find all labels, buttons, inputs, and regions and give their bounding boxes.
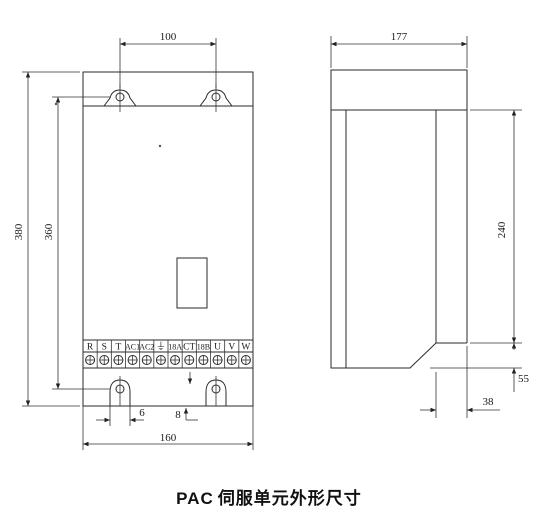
dim-bottom-width: 160 [82, 406, 254, 450]
side-step-outline [346, 342, 437, 369]
dim-hole-spacing: 360 [43, 96, 110, 390]
dim-slot-offset: 8 [175, 408, 198, 421]
dim-bottom-width-label: 160 [160, 432, 177, 444]
side-body-outline [330, 110, 347, 369]
dim-step-depth: 38 [420, 346, 500, 418]
dim-body-height: 240 [470, 109, 522, 344]
dim-step-height: 55 [430, 343, 530, 392]
small-mark [158, 144, 162, 148]
bottom-left-slot [109, 376, 131, 406]
dim-slot-offset-label: 8 [175, 409, 181, 421]
bottom-right-slot [205, 376, 227, 406]
terminal-label: AC1 [125, 343, 140, 352]
side-view: 177 240 55 38 [330, 31, 530, 418]
terminal-label: T [116, 343, 122, 353]
small-mark [54, 102, 58, 106]
terminal-label: W [241, 343, 250, 353]
dim-total-height: 380 [13, 71, 80, 407]
terminal-label: 18B [197, 343, 210, 352]
dim-hole-spacing-label: 360 [43, 223, 55, 240]
front-body-outline [82, 71, 254, 407]
dim-top-width-label: 100 [160, 31, 177, 43]
side-top-box [330, 69, 468, 111]
dim-slot-width-label: 6 [139, 407, 145, 419]
dim-body-height-label: 240 [496, 221, 508, 238]
terminal-label: AC2 [139, 343, 154, 352]
top-right-keyhole [199, 84, 233, 112]
terminal-label: ⏚ [156, 342, 166, 353]
terminal-label: U [214, 343, 221, 353]
dim-step-height-label: 55 [518, 373, 530, 385]
top-left-keyhole [103, 84, 137, 112]
dim-top-width: 100 [119, 31, 217, 88]
terminal-label: S [102, 343, 107, 353]
dim-total-height-label: 380 [13, 223, 25, 240]
terminal-label: V [228, 343, 235, 353]
dim-slot-width: 6 [96, 406, 145, 426]
caption-text: 伺服单元外形尺寸 [217, 489, 362, 509]
terminal-label: 18A [168, 343, 182, 352]
dim-depth: 177 [330, 31, 468, 68]
dim-step-depth-label: 38 [483, 396, 495, 408]
dim-depth-label: 177 [391, 31, 408, 43]
display-window [176, 257, 208, 309]
caption-model: PAC [176, 489, 214, 508]
terminal-label: R [87, 343, 94, 353]
terminal-label: CT [183, 343, 195, 353]
